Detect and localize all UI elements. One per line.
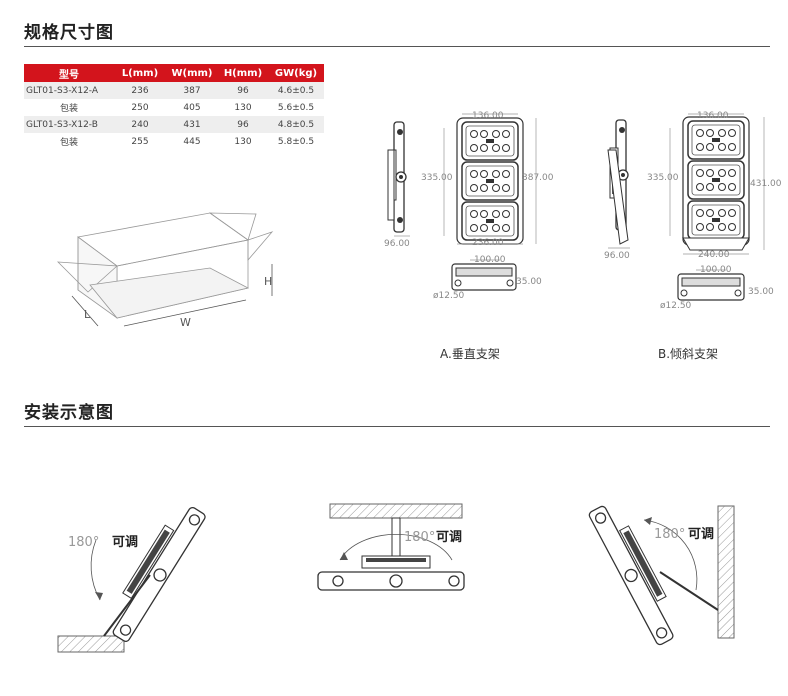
dim-b-inner: 335.00: [647, 173, 679, 183]
caption-b: B.倾斜支架: [658, 347, 719, 361]
fixture-wall: [588, 505, 674, 646]
header-l: L(mm): [114, 64, 166, 82]
dim-a-bottom-view: 100.00: [474, 255, 506, 265]
dim-a-total: 387.00: [522, 173, 554, 183]
dim-a-bottom-height: 35.00: [516, 277, 542, 287]
install-floor: 180° 可调: [57, 506, 206, 653]
dim-b-total: 431.00: [750, 179, 782, 189]
install-section-title: 安装示意图: [24, 403, 114, 423]
dim-b-top: 136.00: [697, 111, 729, 121]
box-label-h: H: [264, 275, 272, 288]
box-label-w: W: [180, 316, 191, 329]
spec-table: 型号 L(mm) W(mm) H(mm) GW(kg) GLT01-S3-X12…: [24, 64, 324, 150]
cell-l: 240: [114, 116, 166, 133]
adjust-label-ceiling: 可调: [436, 530, 462, 545]
dim-b-bottom-height: 35.00: [748, 287, 774, 297]
cell-h: 96: [218, 82, 268, 99]
cell-gw: 4.6±0.5: [268, 82, 324, 99]
table-header-row: 型号 L(mm) W(mm) H(mm) GW(kg): [24, 64, 324, 82]
dim-b-hole: ø12.50: [660, 301, 692, 311]
install-ceiling: 180° 可调: [317, 503, 465, 591]
table-row: GLT01-S3-X12-A 236 387 96 4.6±0.5: [24, 82, 324, 99]
cell-w: 431: [166, 116, 218, 133]
cell-w: 387: [166, 82, 218, 99]
carton-box-drawing: [56, 212, 274, 319]
bracket-a: [387, 149, 395, 221]
box-label-l: L: [84, 308, 91, 321]
table-row: GLT01-S3-X12-B 240 431 96 4.8±0.5: [24, 116, 324, 133]
cell-model: GLT01-S3-X12-B: [24, 116, 114, 133]
header-gw: GW(kg): [268, 64, 324, 82]
dim-a-side: 96.00: [384, 239, 410, 249]
adjust-label-wall: 可调: [688, 527, 714, 542]
cell-h: 130: [234, 102, 252, 113]
spec-section-title: 规格尺寸图: [24, 23, 114, 43]
bracket-b: [607, 149, 629, 245]
angle-label-wall: 180°: [654, 527, 685, 542]
fixture-floor: [112, 506, 206, 642]
dim-a-top: 136.00: [472, 111, 504, 121]
install-wall: 180° 可调: [588, 505, 735, 646]
cell-model: 包装: [59, 138, 78, 148]
dim-b-bottom-view: 100.00: [700, 265, 732, 275]
drawing-a: 96.00 136.00 335.00 387.00 236.00 100.00…: [384, 111, 554, 301]
dim-a-hole: ø12.50: [433, 291, 465, 301]
cell-w: 405: [183, 102, 201, 113]
dim-b-bottom: 240.00: [698, 250, 730, 260]
header-h: H(mm): [218, 64, 268, 82]
cell-l: 255: [131, 136, 149, 147]
carton-dimensions: [71, 264, 273, 327]
cell-model: GLT01-S3-X12-A: [24, 82, 114, 99]
dim-a-inner: 335.00: [421, 173, 453, 183]
cell-gw: 5.8±0.5: [277, 136, 315, 147]
cell-l: 250: [131, 102, 149, 113]
header-model: 型号: [24, 64, 114, 82]
angle-label-floor: 180°: [68, 535, 99, 550]
angle-label-ceiling: 180°: [404, 530, 435, 545]
cell-h: 130: [234, 136, 252, 147]
cell-l: 236: [114, 82, 166, 99]
dim-b-side: 96.00: [604, 251, 630, 261]
cell-h: 96: [218, 116, 268, 133]
drawing-b: 96.00 136.00 335.00 431.00 240.00 100.00…: [604, 111, 782, 311]
dim-a-bottom: 236.00: [472, 238, 504, 248]
table-row: 包装 250 405 130 5.6±0.5: [24, 99, 324, 116]
cell-model: 包装: [59, 104, 78, 114]
cell-gw: 5.6±0.5: [277, 102, 315, 113]
cell-w: 445: [183, 136, 201, 147]
table-row: 包装 255 445 130 5.8±0.5: [24, 133, 324, 150]
spec-section-rule: [24, 46, 770, 47]
header-w: W(mm): [166, 64, 218, 82]
cell-gw: 4.8±0.5: [268, 116, 324, 133]
install-section-rule: [24, 426, 770, 427]
caption-a: A.垂直支架: [440, 347, 500, 361]
adjust-label-floor: 可调: [112, 535, 138, 550]
